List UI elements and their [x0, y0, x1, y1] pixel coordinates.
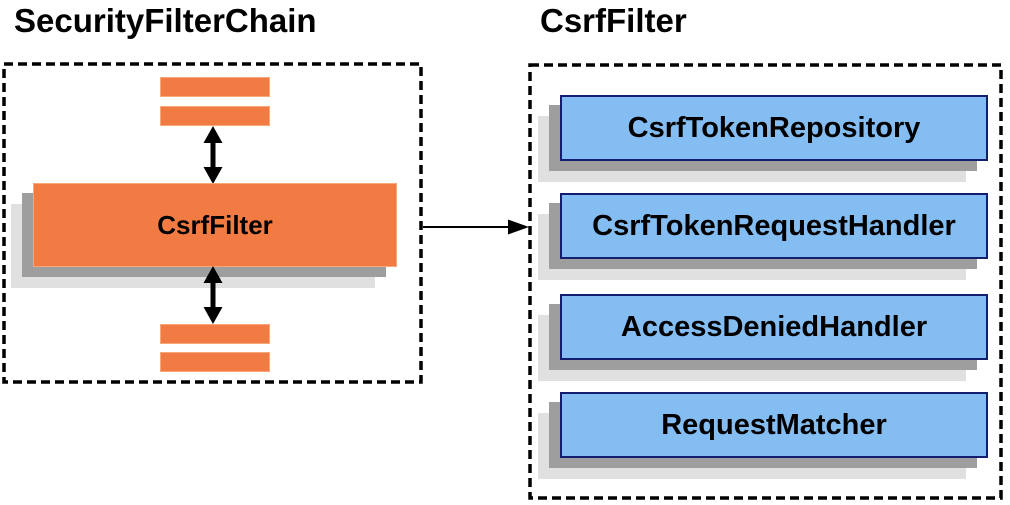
component-box-csrf-token-request-handler: CsrfTokenRequestHandler — [560, 193, 988, 259]
component-label: CsrfTokenRepository — [627, 111, 921, 144]
filter-chain-bar-top-2 — [160, 106, 270, 126]
csrf-filter-box-label: CsrfFilter — [157, 209, 273, 240]
double-arrow-top-icon — [203, 126, 223, 184]
component-label: AccessDeniedHandler — [620, 310, 928, 343]
filter-chain-bar-bottom-1 — [160, 324, 270, 344]
filter-chain-bar-bottom-2 — [160, 352, 270, 372]
component-box-request-matcher: RequestMatcher — [560, 392, 988, 458]
filter-chain-bar-top-1 — [160, 77, 270, 97]
csrf-filter-panel-title: CsrfFilter — [540, 2, 687, 39]
component-label: RequestMatcher — [661, 408, 887, 441]
csrf-filter-box: CsrfFilter — [33, 183, 397, 267]
connector-arrow-icon — [423, 219, 529, 235]
component-label: CsrfTokenRequestHandler — [592, 209, 956, 242]
security-filter-chain-title: SecurityFilterChain — [14, 2, 317, 39]
double-arrow-bottom-icon — [203, 266, 223, 324]
component-box-csrf-token-repository: CsrfTokenRepository — [560, 95, 988, 161]
component-box-access-denied-handler: AccessDeniedHandler — [560, 294, 988, 360]
